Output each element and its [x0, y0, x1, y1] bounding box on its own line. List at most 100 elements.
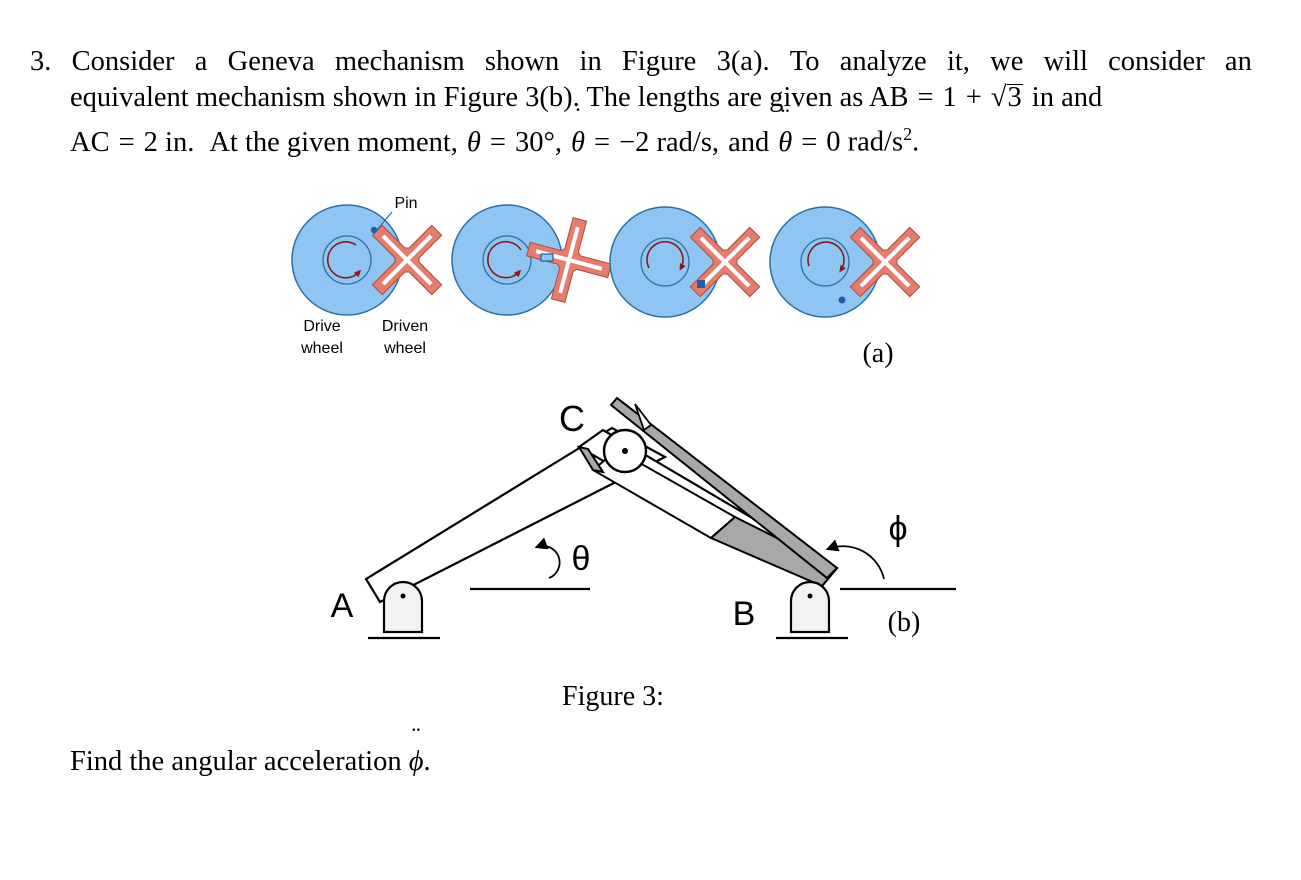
problem-line-1: 3. Consider a Geneva mechanism shown in …	[30, 44, 1252, 80]
drive-wheel-disc	[769, 206, 881, 318]
panel-b-label: (b)	[888, 607, 921, 638]
pivot-a-icon	[400, 593, 406, 599]
problem-word: consider	[1108, 46, 1205, 77]
pin-leader-line	[375, 211, 393, 232]
driven-wheel	[371, 224, 443, 296]
plus-sign: +	[965, 82, 982, 113]
pin-icon	[838, 296, 846, 304]
drive-wheel-disc	[291, 204, 403, 316]
pin-icon	[697, 280, 705, 288]
sqrt-icon: √	[990, 82, 1007, 113]
driven-wheel	[526, 217, 612, 303]
rotation-arrow-icon	[327, 241, 362, 279]
point-a-label: A	[331, 587, 354, 625]
geneva-frame-4	[769, 206, 921, 318]
theta-value: 30°,	[514, 126, 562, 158]
accel-exponent: 2	[903, 124, 913, 144]
problem-word: 3(a).	[716, 46, 770, 77]
ac-value: 2 in.	[143, 126, 195, 158]
figure-caption: Figure 3:	[562, 681, 664, 712]
driven-wheel	[689, 226, 761, 298]
accel-period: .	[912, 126, 920, 158]
problem-word: analyze	[839, 46, 927, 77]
phi-ddot-symbol: ϕ	[409, 724, 424, 780]
rotation-arrow-icon	[807, 241, 846, 273]
problem-word: mechanism	[334, 46, 465, 77]
pin-icon	[540, 253, 554, 262]
sqrt-radicand: 3	[1006, 82, 1023, 113]
problem-word: To	[789, 46, 820, 77]
geneva-frame-1	[291, 204, 443, 316]
theta-label: θ	[572, 540, 591, 578]
question-text: Find the angular acceleration	[70, 746, 402, 777]
question-period: .	[423, 746, 431, 777]
problem-word: Figure	[621, 46, 697, 77]
drive-wheel-disc	[451, 204, 563, 316]
equals-sign: =	[594, 126, 611, 158]
pivot-b-icon	[807, 593, 813, 599]
problem-word: it,	[946, 46, 970, 77]
equals-sign: =	[489, 126, 506, 158]
problem-word: shown	[484, 46, 560, 77]
equals-sign: =	[801, 126, 818, 158]
problem-word: an	[1224, 46, 1252, 77]
drive-wheel-disc	[609, 206, 721, 318]
drive-wheel-label-2: wheel	[300, 340, 343, 357]
question-line: Find the angular acceleration ϕ.	[70, 724, 431, 780]
driven-wheel-label-1: Driven	[382, 318, 428, 335]
problem-line-2-text: equivalent mechanism shown in Figure 3(b…	[70, 82, 909, 113]
equals-sign: =	[118, 126, 135, 158]
problem-number: 3.	[30, 46, 52, 77]
problem-line-3: AC = 2 in. At the given moment, θ = 30°,…	[30, 105, 1252, 161]
rotation-arrow-icon	[487, 240, 522, 279]
ground-support-a	[368, 580, 440, 640]
rotation-arrow-icon	[646, 241, 686, 271]
drive-wheel-hub-ring	[800, 237, 850, 287]
driven-wheel-label-2: wheel	[383, 340, 426, 357]
problem-word: a	[194, 46, 208, 77]
problem-word: will	[1043, 46, 1088, 77]
geneva-frame-2	[451, 204, 612, 316]
theta-ddot-value: 0 rad/s2.	[826, 116, 919, 161]
theta-ddot-number: 0 rad/s	[826, 126, 904, 158]
problem-line-2-end: in and	[1031, 82, 1103, 113]
equals-sign: =	[917, 82, 934, 113]
problem-word: Geneva	[227, 46, 315, 77]
slot-opening	[591, 448, 737, 540]
drive-wheel-hub-ring	[640, 237, 690, 287]
slotted-link-cb-body	[576, 428, 839, 588]
and-word: and	[728, 126, 770, 158]
geneva-frame-3	[609, 206, 761, 318]
pin-c-center	[622, 448, 628, 454]
driven-wheel	[849, 226, 921, 298]
problem-word: we	[990, 46, 1024, 77]
sqrt-expression: √3	[991, 80, 1023, 116]
problem-line-3-text: At the given moment,	[209, 126, 458, 158]
pin-label: Pin	[394, 195, 417, 212]
theta-dot-value: −2 rad/s,	[619, 126, 720, 158]
theta-dot-symbol: θ	[571, 105, 585, 161]
theta-arrow-icon	[534, 537, 561, 579]
slotted-link-solid-end	[709, 515, 839, 588]
slot-rail-upper	[609, 396, 839, 580]
ground-support-b	[776, 580, 848, 640]
drive-wheel-hub-ring	[322, 235, 372, 285]
theta-ddot-symbol: θ	[778, 105, 792, 161]
phi-label: ϕ	[888, 510, 907, 548]
ac-label: AC	[70, 126, 110, 158]
pin-icon	[370, 226, 378, 234]
drive-wheel-label-1: Drive	[303, 318, 340, 335]
drive-wheel-hub-ring	[482, 235, 532, 285]
problem-word: Consider	[71, 46, 175, 77]
point-c-label: C	[559, 398, 585, 439]
slot-end-cap	[634, 403, 653, 432]
phi-arrow-icon	[825, 539, 885, 580]
pin-c	[602, 428, 648, 474]
theta-symbol: θ	[466, 126, 481, 158]
panel-a-label: (a)	[862, 338, 893, 369]
problem-statement: 3. Consider a Geneva mechanism shown in …	[30, 44, 1252, 161]
link-ac	[364, 426, 668, 604]
ab-value-one: 1	[942, 82, 957, 113]
problem-word: in	[579, 46, 602, 77]
point-b-label: B	[733, 595, 756, 633]
